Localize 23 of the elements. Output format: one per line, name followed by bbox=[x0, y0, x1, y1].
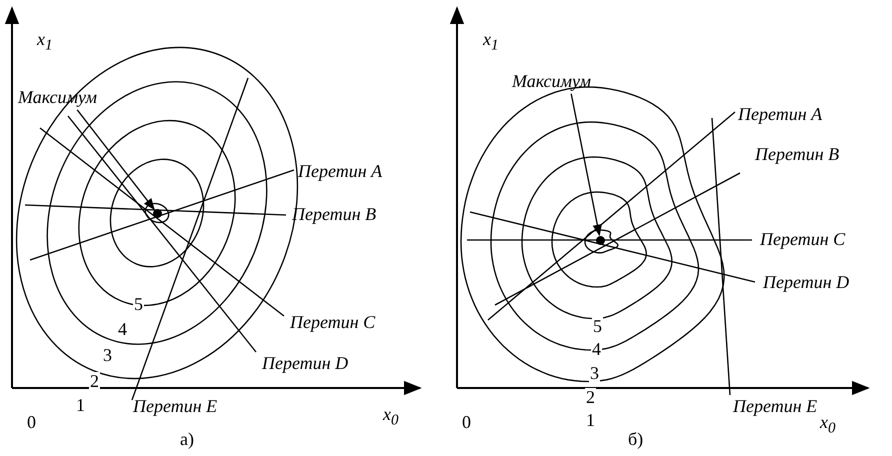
axis-label: x$_{1}$ bbox=[483, 30, 498, 54]
axis-label: x$_{0}$ bbox=[383, 405, 398, 430]
callout-text: Максимум bbox=[512, 72, 591, 92]
panel-caption: а) bbox=[180, 430, 194, 450]
section-label: Перетин E bbox=[133, 397, 218, 417]
contour-label: 2 bbox=[89, 372, 100, 392]
section-label: Перетин E bbox=[733, 397, 818, 417]
maximum-point bbox=[153, 209, 162, 218]
axis-label: x$_{0}$ bbox=[820, 413, 836, 438]
maximum-point bbox=[596, 236, 605, 245]
section-label: Перетин D bbox=[262, 354, 348, 374]
section-label: Перетин C bbox=[290, 313, 376, 333]
contour-label: 3 bbox=[589, 364, 600, 384]
section-label: Перетин D bbox=[763, 273, 850, 293]
axis-label: x$_{1}$ bbox=[37, 30, 52, 54]
axis-label: 0 bbox=[462, 413, 471, 433]
section-label: Перетин C bbox=[760, 230, 846, 250]
panel-caption: б) bbox=[628, 430, 644, 450]
section-label: Перетин A bbox=[298, 162, 382, 182]
section-label: Перетин B bbox=[755, 145, 840, 165]
axis-label: 0 bbox=[27, 413, 36, 433]
section-label: Перетин A bbox=[738, 105, 822, 125]
leader-arrow bbox=[76, 109, 155, 210]
